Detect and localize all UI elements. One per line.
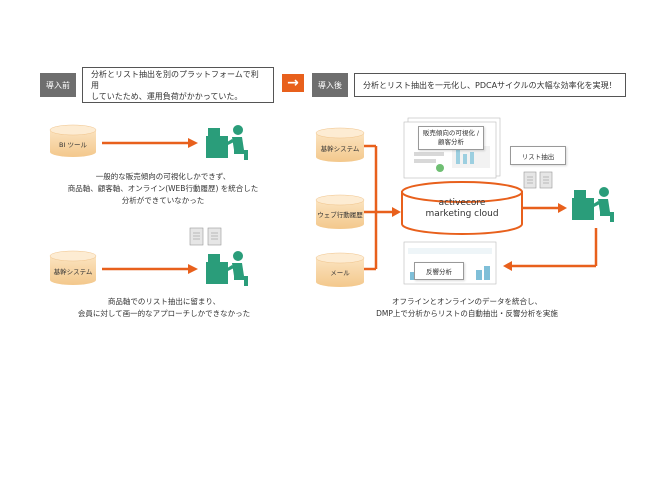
before-caption-1-line2: 商品軸、顧客軸、オンライン(WEB行動履歴) を統合した	[67, 184, 259, 193]
cylinder-core-system-before	[49, 250, 97, 285]
platform-name-line1: activecore	[438, 198, 486, 208]
before-bottom-arrow	[102, 264, 198, 274]
person-at-desk-icon	[206, 125, 248, 160]
before-headline-line2: していたため、運用負荷がかかっていた。	[91, 91, 243, 101]
bi-tool-label: BI ツール	[59, 141, 87, 149]
feedback-loop-arrow	[512, 228, 598, 268]
web-history-label: ウェブ行動履歴	[317, 211, 363, 219]
platform-cylinder	[401, 181, 523, 235]
core-system-before-label: 基幹システム	[53, 268, 93, 276]
before-caption-1-line1: 一般的な販売傾向の可視化しかできず、	[95, 172, 231, 181]
before-caption-2: 商品軸でのリスト抽出に留まり、 会員に対して画一的なアプローチしかできなかった	[40, 296, 288, 320]
merge-arrowhead	[392, 207, 401, 217]
person-at-desk-icon	[206, 251, 248, 286]
list-extract-callout: リスト抽出	[510, 146, 566, 165]
before-headline-line1: 分析とリスト抽出を別のプラットフォームで利用	[91, 69, 259, 90]
transition-arrow-icon: →	[282, 74, 304, 92]
after-caption-line1: オフラインとオンラインのデータを統合し、	[392, 297, 542, 306]
after-caption-line2: DMP上で分析からリストの自動抽出・反響分析を実施	[376, 309, 558, 318]
before-caption-1-line3: 分析ができていなかった	[121, 196, 205, 205]
cylinder-bi-tool	[49, 124, 97, 157]
core-system-after-label: 基幹システム	[320, 145, 360, 153]
before-caption-2-line2: 会員に対して画一的なアプローチしかできなかった	[77, 309, 251, 318]
before-headline: 分析とリスト抽出を別のプラットフォームで利用 していたため、運用負荷がかかってい…	[82, 67, 274, 103]
cylinder-web-history	[315, 194, 365, 229]
before-tag: 導入前	[40, 73, 76, 97]
analysis-callout-line1: 販売傾向の可視化 /	[422, 129, 480, 137]
after-tag: 導入後	[312, 73, 348, 97]
cylinder-email	[315, 252, 365, 287]
platform-name: activecore marketing cloud	[402, 198, 522, 220]
analysis-callout: 販売傾向の可視化 / 顧客分析	[418, 126, 484, 150]
feedback-arrowhead	[503, 261, 512, 271]
analysis-callout-line2: 顧客分析	[438, 138, 464, 146]
response-analysis-callout: 反響分析	[414, 262, 464, 280]
platform-name-line2: marketing cloud	[425, 209, 499, 219]
documents-icon	[189, 227, 222, 246]
email-label: メール	[330, 269, 350, 277]
before-top-arrow	[102, 138, 198, 148]
before-caption-2-line1: 商品軸でのリスト抽出に留まり、	[107, 297, 221, 306]
documents-icon	[523, 171, 553, 189]
before-caption-1: 一般的な販売傾向の可視化しかできず、 商品軸、顧客軸、オンライン(WEB行動履歴…	[44, 171, 282, 207]
platform-to-person-arrow	[522, 203, 567, 213]
after-caption: オフラインとオンラインのデータを統合し、 DMP上で分析からリストの自動抽出・反…	[330, 296, 604, 320]
person-at-desk-icon	[572, 187, 614, 222]
merge-connectors	[364, 144, 392, 271]
after-headline: 分析とリスト抽出を一元化し、PDCAサイクルの大幅な効率化を実現！	[354, 73, 626, 97]
cylinder-core-system-after	[315, 127, 365, 162]
